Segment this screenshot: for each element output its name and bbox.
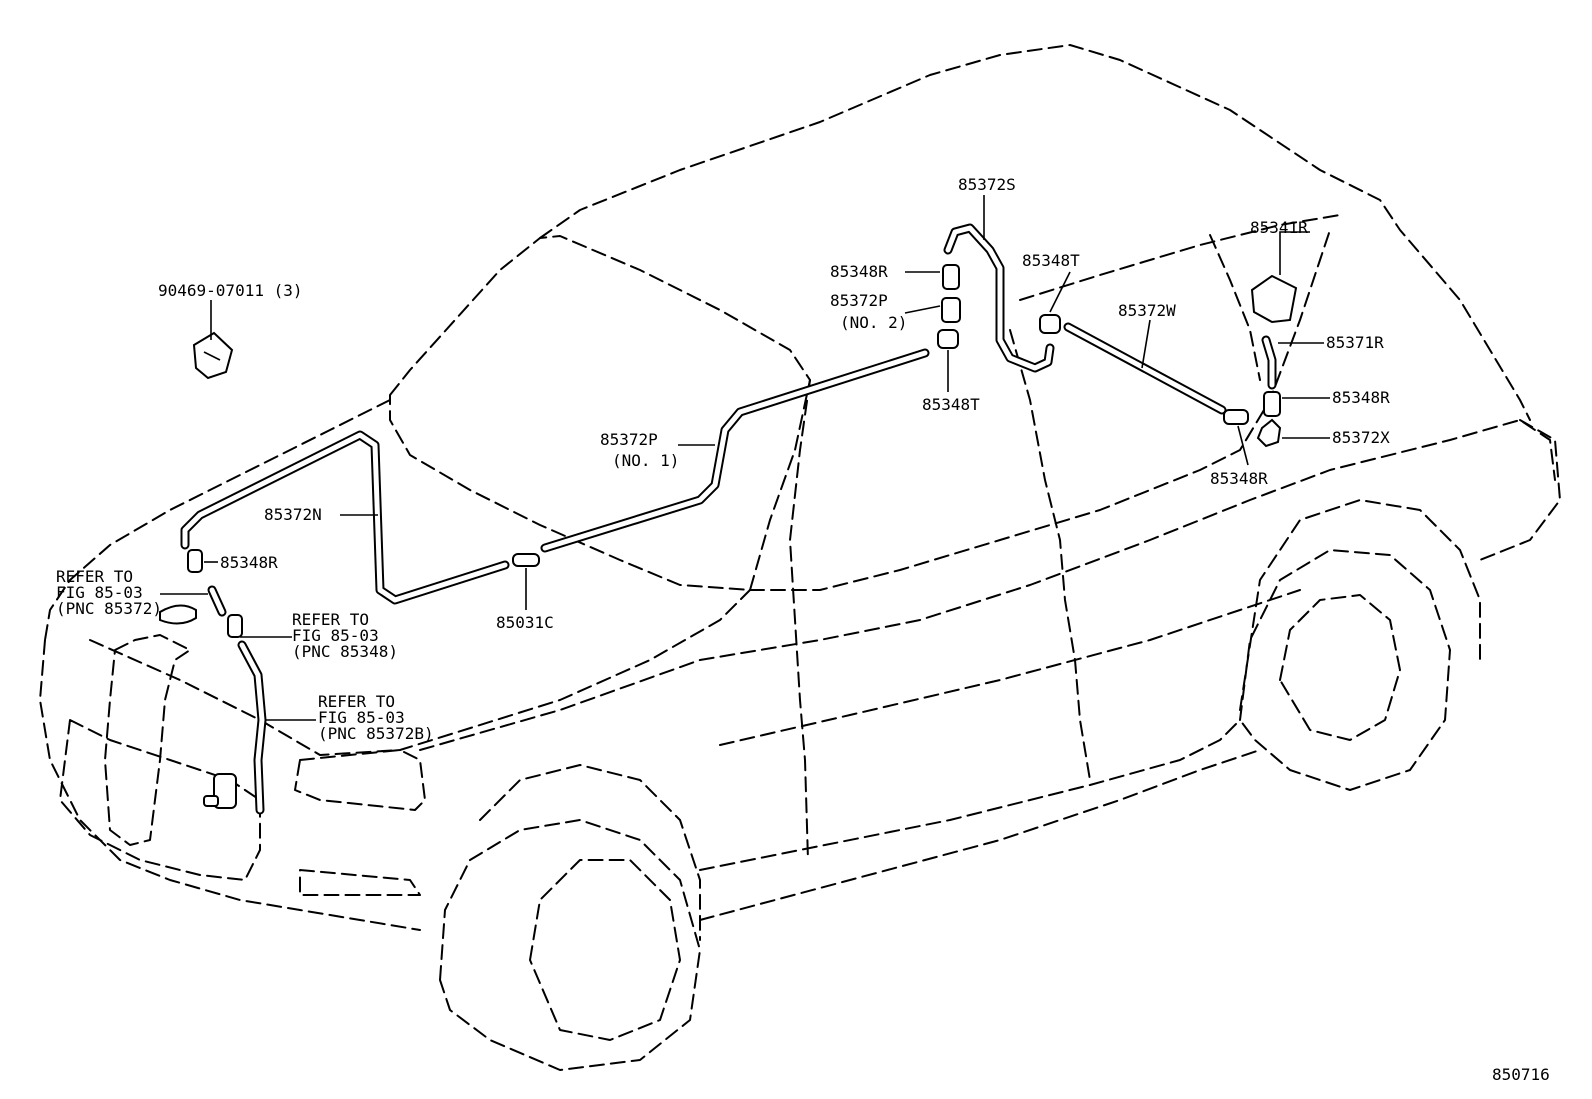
check-valve-85348t-lower [937, 329, 959, 349]
windshield-outline [389, 235, 811, 591]
joint-85031c [512, 553, 540, 567]
label-ref2-c: (PNC 85348) [292, 642, 398, 661]
front-wheel [439, 819, 701, 1071]
drawing-number: 850716 [1492, 1065, 1550, 1084]
leader-85348t-upper [1049, 271, 1071, 313]
rear-wheel-inner [1279, 594, 1401, 741]
label-85031c: 85031C [496, 613, 554, 632]
rear-end-line [1479, 419, 1561, 561]
part-labels: 90469-07011 (3) 85372S 85348R 85372P (NO… [56, 175, 1550, 1084]
roof-outline [539, 44, 1531, 421]
hood-front-edge [89, 589, 751, 756]
label-85372p-no2-a: 85372P [830, 291, 888, 310]
hose-85372w-inner [1065, 324, 1225, 413]
hose-85371r-inner [1263, 337, 1275, 388]
elbow-85372x [1256, 418, 1282, 448]
label-85348t-lower: 85348T [922, 395, 980, 414]
check-valve-85348r-front [187, 549, 203, 573]
label-ref3-c: (PNC 85372B) [318, 724, 434, 743]
hose-85372p-no1 [540, 348, 930, 553]
rear-wheel [1239, 549, 1451, 791]
leader-85348r-mid [1237, 425, 1249, 466]
headlamp-outline [294, 749, 426, 811]
rear-wheel-arch [1239, 499, 1481, 711]
label-ref2-a: REFER TO [292, 610, 369, 629]
front-bumper-outline [39, 639, 421, 931]
check-valve-85348r-mid [1223, 409, 1249, 425]
front-wheel-arch [479, 764, 701, 941]
hose-85372n [180, 430, 510, 605]
door-crease-line [719, 589, 1301, 746]
hose-85372s-inner [945, 225, 1053, 371]
check-valve-85348r-right [1263, 391, 1281, 417]
label-clip: 90469-07011 (3) [158, 281, 303, 300]
label-ref1-c: (PNC 85372) [56, 599, 162, 618]
hose-lines [180, 223, 1277, 815]
label-85372n: 85372N [264, 505, 322, 524]
washer-tank-outline [104, 634, 191, 846]
hood-outline [44, 399, 391, 641]
label-ref3-b: FIG 85-03 [318, 708, 405, 727]
label-85372x: 85372X [1332, 428, 1390, 447]
washer-tank [104, 604, 237, 846]
hose-front-lower-inner [239, 642, 265, 813]
label-85348t-upper: 85348T [1022, 251, 1080, 270]
label-85348r-right: 85348R [1332, 388, 1390, 407]
leader-85341r [1279, 231, 1310, 275]
hose-85372p-no2 [941, 297, 961, 323]
label-85372p-no1-a: 85372P [600, 430, 658, 449]
washer-motor-outlet [203, 795, 219, 807]
lower-body-line [699, 749, 1261, 921]
body-side-line [419, 419, 1556, 751]
rocker-line [699, 719, 1241, 871]
label-85372p-no2-b: (NO. 2) [840, 313, 907, 332]
label-85348r-mid: 85348R [1210, 469, 1268, 488]
label-ref2-b: FIG 85-03 [292, 626, 379, 645]
check-valve-85348t-upper [1039, 314, 1061, 334]
label-85372w: 85372W [1118, 301, 1176, 320]
label-85372s: 85372S [958, 175, 1016, 194]
label-85372p-no1-b: (NO. 1) [612, 451, 679, 470]
a-pillar-line [789, 379, 811, 861]
label-ref1-b: FIG 85-03 [56, 583, 143, 602]
b-pillar-line [1009, 329, 1091, 781]
tank-filler-cap [159, 604, 197, 625]
fog-lamp-outline [299, 869, 421, 896]
label-ref3-a: REFER TO [318, 692, 395, 711]
roof-side-line [1019, 214, 1341, 301]
label-85348r-front: 85348R [220, 553, 278, 572]
leader-lines [160, 195, 1330, 721]
vehicle-outline [39, 44, 1561, 1071]
hose-85372n-inner [182, 432, 508, 603]
check-valve-85348r-top [942, 264, 960, 290]
side-window-line [749, 229, 1331, 591]
clip-inner-mark [203, 351, 221, 361]
washer-motor [213, 773, 237, 809]
leader-85372p-no2 [904, 305, 941, 314]
label-ref1-a: REFER TO [56, 567, 133, 586]
c-pillar-line [1209, 234, 1261, 381]
hose-front-short-inner [209, 587, 225, 615]
check-valve-front-lower [227, 614, 243, 638]
label-85348r-top: 85348R [830, 262, 888, 281]
front-wheel-inner [529, 859, 681, 1041]
hose-clip-90469 [192, 331, 234, 380]
washer-nozzle-85341r [1250, 274, 1298, 324]
leader-85372w [1141, 319, 1151, 369]
components [187, 264, 1298, 638]
hose-85372p-no1-inner [542, 350, 928, 551]
label-85341r: 85341R [1250, 218, 1308, 237]
label-85371r: 85371R [1326, 333, 1384, 352]
